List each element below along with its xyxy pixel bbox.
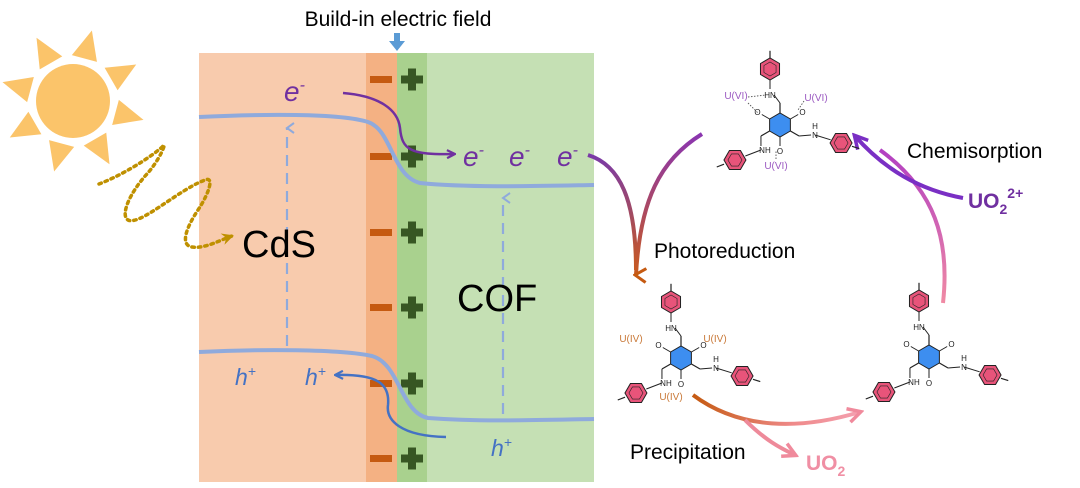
oxygen-label: O (926, 379, 932, 388)
regeneration-arrow (878, 148, 947, 304)
minus-sign-icon (370, 229, 392, 236)
coordination-bond (747, 94, 767, 98)
uranium-state-label: U(VI) (764, 161, 787, 172)
minus-sign-icon (370, 455, 392, 462)
uranium-state-label: U(IV) (619, 334, 642, 345)
hole-transfer-arrow (336, 375, 447, 439)
sun-ray (9, 111, 42, 138)
title: Build-in electric field (305, 8, 492, 31)
sun-ray (49, 140, 75, 172)
hole-cds-1: h+ (235, 363, 256, 390)
minus-sign-icon (370, 153, 392, 160)
uranium-state-label: U(IV) (659, 392, 682, 403)
oxygen-label: O (799, 108, 805, 117)
precipitation-arrow (691, 393, 860, 426)
phenyl-ring (759, 57, 781, 81)
phenyl-ring (624, 382, 648, 404)
electron-transfer-arrow (342, 91, 454, 154)
light-wave-icon (97, 143, 234, 250)
coordination-bond (747, 102, 759, 114)
uranium-state-label: U(IV) (703, 334, 726, 345)
precipitation-label: Precipitation (630, 441, 746, 464)
hydrogen-label: H (961, 354, 967, 363)
sun-icon (2, 30, 144, 172)
sun-ray (112, 99, 144, 125)
uo2-release-arrow (743, 418, 795, 455)
plus-sign-icon (401, 296, 423, 319)
phenyl-ring (829, 132, 853, 154)
phenyl-ring (908, 289, 930, 313)
valence-band-line (198, 348, 595, 423)
core-ring (918, 344, 940, 370)
sun-ray (83, 132, 110, 165)
oxygen-label: O (903, 340, 909, 349)
plus-sign-icon (401, 372, 423, 395)
amine-label: HN (665, 324, 677, 333)
photoreduction-label: Photoreduction (654, 240, 795, 263)
plus-sign-icon (401, 221, 423, 244)
electron-cof-1: e- (463, 141, 484, 172)
core-ring (670, 345, 692, 371)
hole-cof: h+ (491, 434, 512, 461)
amine-label: NH (660, 379, 672, 388)
sun-ray (36, 37, 63, 70)
uo2-label: UO2 (806, 452, 846, 479)
phenyl-ring (723, 149, 747, 171)
hydrogen-label: H (812, 122, 818, 131)
uranium-state-label: U(VI) (804, 93, 827, 104)
uo2-2plus-label: UO22+ (968, 185, 1023, 217)
cds-region (199, 53, 367, 482)
amine-label: HN (913, 323, 925, 332)
amine-label: NH (759, 146, 771, 155)
plus-sign-icon (401, 68, 423, 91)
amine-label: HN (764, 91, 776, 100)
uranium-state-label: U(VI) (724, 91, 747, 102)
phenyl-ring (660, 290, 682, 314)
oxygen-label: O (777, 147, 783, 156)
minus-sign-icon (370, 304, 392, 311)
cds-label: CdS (242, 224, 316, 266)
cof-region (427, 53, 594, 482)
photoreduction-arrow (636, 132, 704, 275)
core-ring (769, 112, 791, 138)
cof-label: COF (457, 278, 537, 320)
oxygen-label: O (948, 340, 954, 349)
hydrogen-label: H (713, 355, 719, 364)
sun-ray (104, 64, 137, 91)
plus-sign-icon (401, 447, 423, 470)
coordination-bond (797, 100, 805, 111)
oxygen-label: O (700, 341, 706, 350)
conduction-band-line (198, 112, 595, 189)
electron-cof-2: e- (509, 141, 530, 172)
hole-cds-2: h+ (305, 363, 326, 390)
electron-cof-3: e- (557, 141, 578, 172)
phenyl-ring (978, 364, 1002, 386)
amine-label: NH (908, 378, 920, 387)
oxygen-label: O (678, 380, 684, 389)
plus-sign-icon (401, 145, 423, 168)
field-arrow-icon (389, 33, 405, 51)
cds-depletion-layer (366, 53, 397, 482)
oxygen-label: O (655, 341, 661, 350)
sun-ray (2, 77, 34, 103)
phenyl-ring (872, 381, 896, 403)
phenyl-ring (730, 365, 754, 387)
minus-sign-icon (370, 76, 392, 83)
chemisorption-label: Chemisorption (907, 140, 1042, 163)
photoreduction-arrow-left (587, 153, 638, 271)
sun-ray (71, 30, 97, 62)
electron-cds: e- (284, 76, 305, 107)
chemisorption-arrow (855, 136, 964, 200)
